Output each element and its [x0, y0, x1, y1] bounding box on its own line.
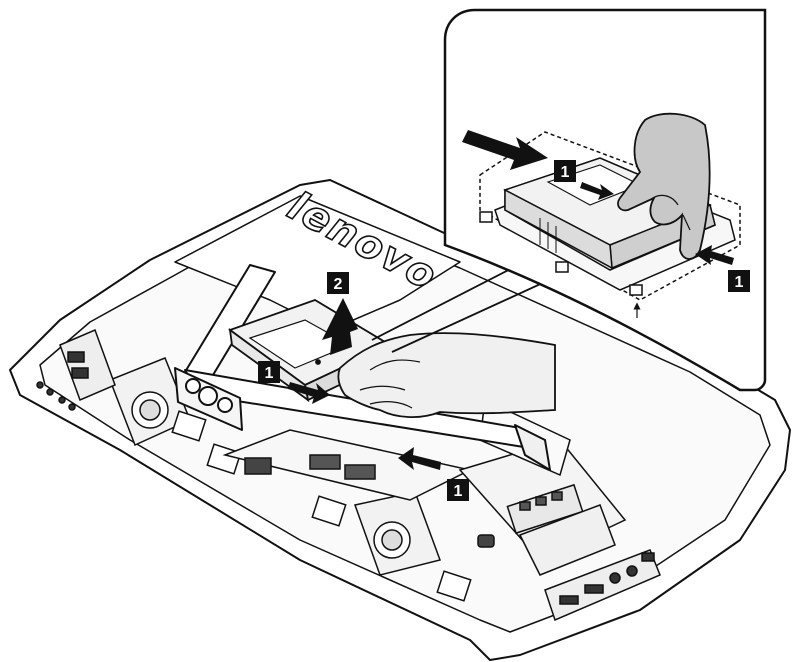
callout-2-main: 2: [327, 272, 349, 294]
callout-1-main-a: 1: [258, 361, 280, 383]
inset-arrows: [462, 130, 734, 265]
internal-components: [36, 328, 661, 622]
main-arrows: [288, 298, 441, 470]
callout-label: 1: [561, 164, 570, 181]
callout-label: 1: [265, 365, 274, 382]
callout-label: 1: [454, 483, 463, 500]
callout-label: 1: [735, 274, 744, 291]
inset-hand: [617, 112, 711, 260]
callout-label: 2: [334, 276, 343, 293]
callout-1-inset-b: 1: [728, 270, 750, 292]
callout-1-inset-a: 1: [554, 160, 576, 182]
hand-main: [337, 332, 556, 418]
callout-1-main-b: 1: [447, 479, 469, 501]
